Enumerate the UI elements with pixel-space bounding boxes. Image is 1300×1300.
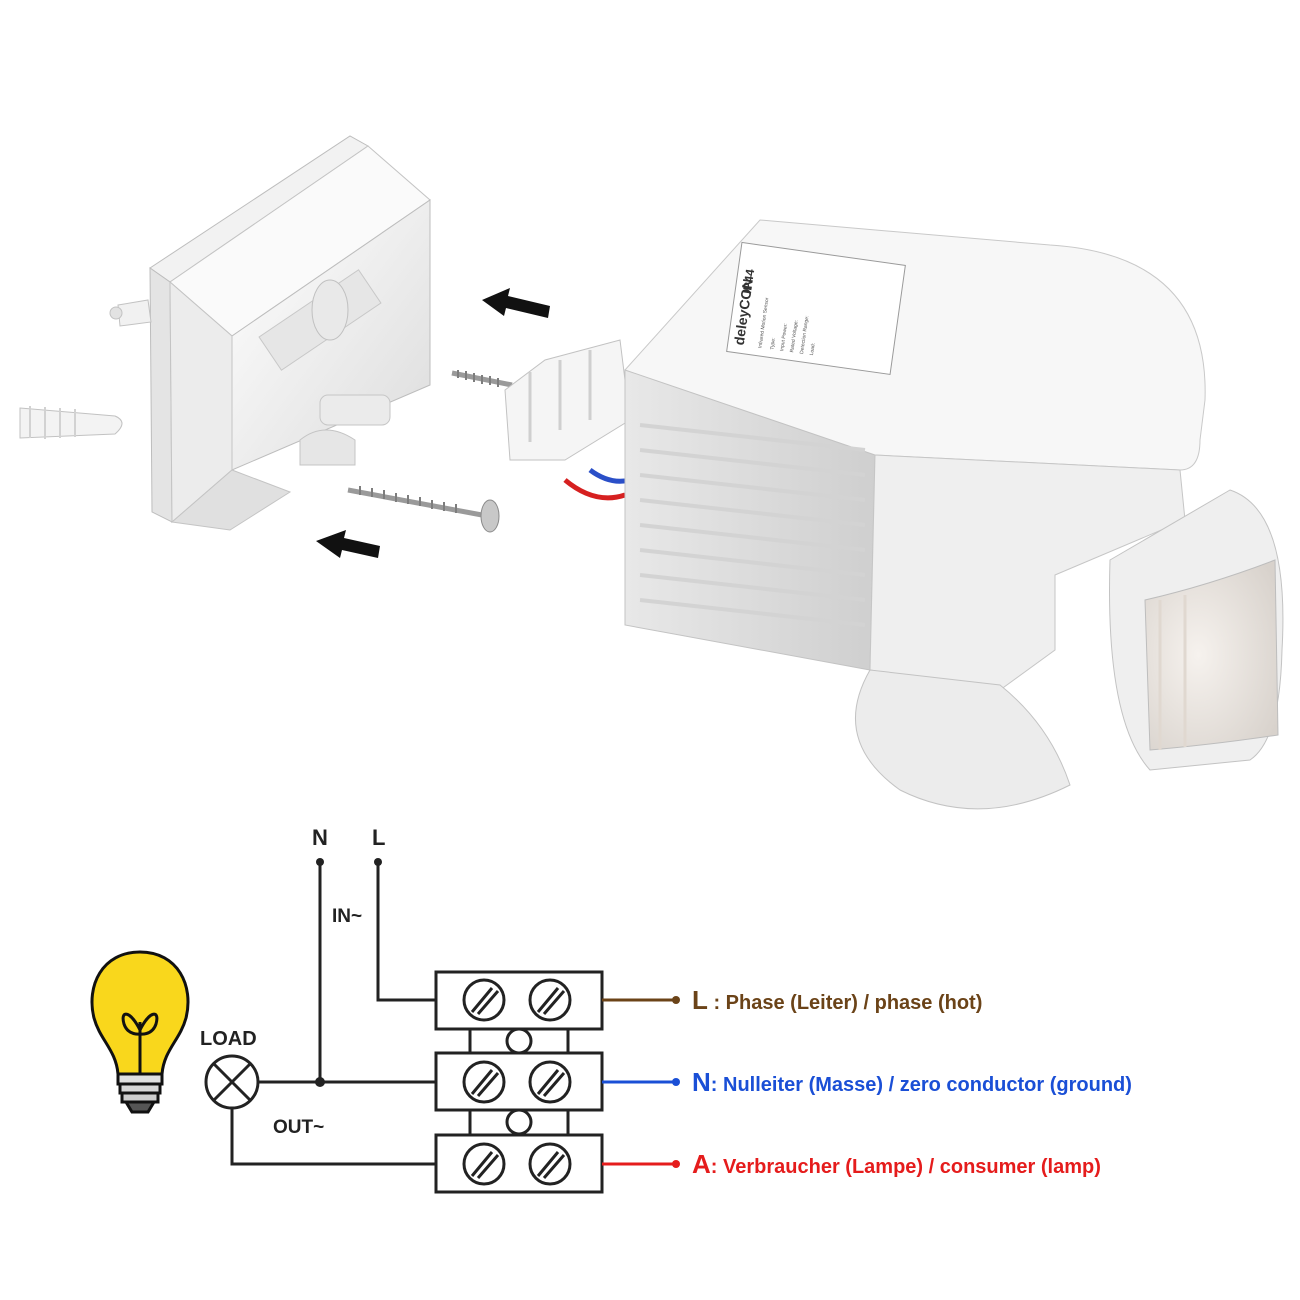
arrow-lower xyxy=(316,530,380,558)
label-line-2: Type: xyxy=(769,337,777,350)
svg-text:L : Phase (Leiter) / phase (ho: L : Phase (Leiter) / phase (hot) xyxy=(692,985,982,1015)
load-label: LOAD xyxy=(200,1028,257,1050)
product-label: deleyCON IP44 Infrared Motion Sensor Typ… xyxy=(726,241,906,375)
wire-l xyxy=(376,862,436,1002)
terminal-strip xyxy=(434,970,604,1194)
legend-key-a: A xyxy=(692,1149,711,1179)
label-line-6: Load: xyxy=(809,343,817,356)
node-label-l: L xyxy=(372,825,385,850)
label-line-3: Input Power: xyxy=(779,323,789,352)
svg-text:A: Verbraucher (Lampe) / consu: A: Verbraucher (Lampe) / consumer (lamp) xyxy=(692,1149,1101,1179)
wiring-diagram: N L IN~ OUT~ LOAD xyxy=(200,825,680,1194)
mounting-base xyxy=(149,135,431,531)
legend-sep-a: : xyxy=(711,1156,723,1178)
light-bulb-icon xyxy=(90,950,190,1114)
legend-text-a: Verbraucher (Lampe) / consumer (lamp) xyxy=(723,1156,1101,1178)
legend-neutral: N: Nulleiter (Masse) / zero conductor (g… xyxy=(692,1067,1132,1097)
lamp-cross-icon xyxy=(204,1054,260,1110)
legend-phase: L : Phase (Leiter) / phase (hot) xyxy=(692,985,982,1015)
sensor-housing xyxy=(624,219,1206,810)
out-label: OUT~ xyxy=(273,1117,324,1138)
legend-key-l: L xyxy=(692,985,708,1015)
legend-sep-n: : xyxy=(711,1074,723,1096)
arrow-upper xyxy=(482,288,550,318)
node-label-n: N xyxy=(312,825,328,850)
legend-sep-l: : xyxy=(708,992,726,1014)
screw-upper xyxy=(451,370,513,388)
legend-key-n: N xyxy=(692,1067,711,1097)
label-line-4: Rated Voltage: xyxy=(789,320,800,353)
terminal-block xyxy=(504,339,631,501)
legend-text-n: Nulleiter (Masse) / zero conductor (grou… xyxy=(723,1074,1132,1096)
screw-terminal xyxy=(462,978,572,1186)
label-line-5: Detection Range: xyxy=(799,315,810,354)
screw-lower xyxy=(347,486,500,533)
legend-text-l: Phase (Leiter) / phase (hot) xyxy=(726,992,983,1014)
wall-plug-upper xyxy=(109,299,152,327)
legend-consumer: A: Verbraucher (Lampe) / consumer (lamp) xyxy=(692,1149,1101,1179)
wire-out xyxy=(230,1106,436,1166)
in-label: IN~ xyxy=(332,906,362,927)
ip-rating-text: IP44 xyxy=(740,268,757,295)
wall-plug-lower xyxy=(19,406,123,439)
pir-sensor-head xyxy=(1109,489,1284,771)
svg-text:N: Nulleiter (Masse) / zero c: N: Nulleiter (Masse) / zero conductor (g… xyxy=(692,1067,1132,1097)
